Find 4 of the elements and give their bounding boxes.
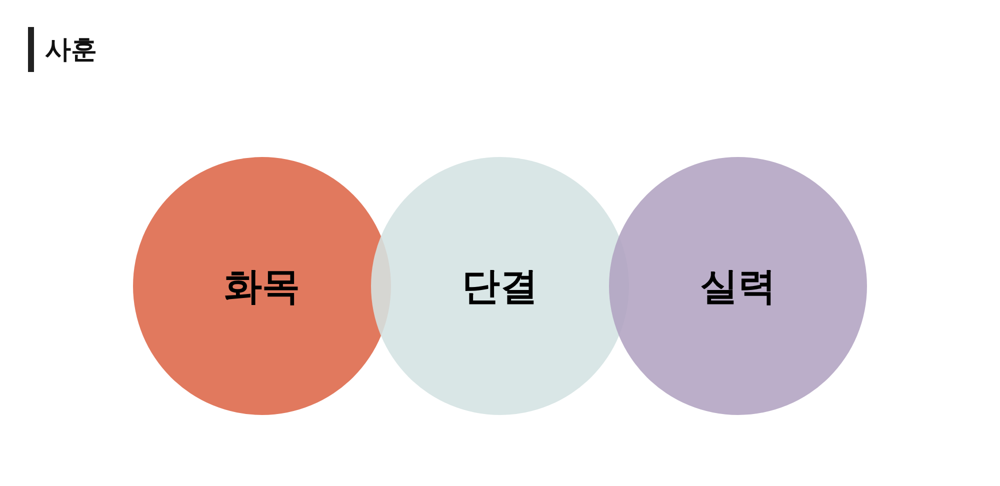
node-label: 단결 [462,262,538,310]
node-label: 화목 [224,262,300,310]
node-label: 실력 [700,262,776,310]
title: 사훈 [45,34,97,67]
